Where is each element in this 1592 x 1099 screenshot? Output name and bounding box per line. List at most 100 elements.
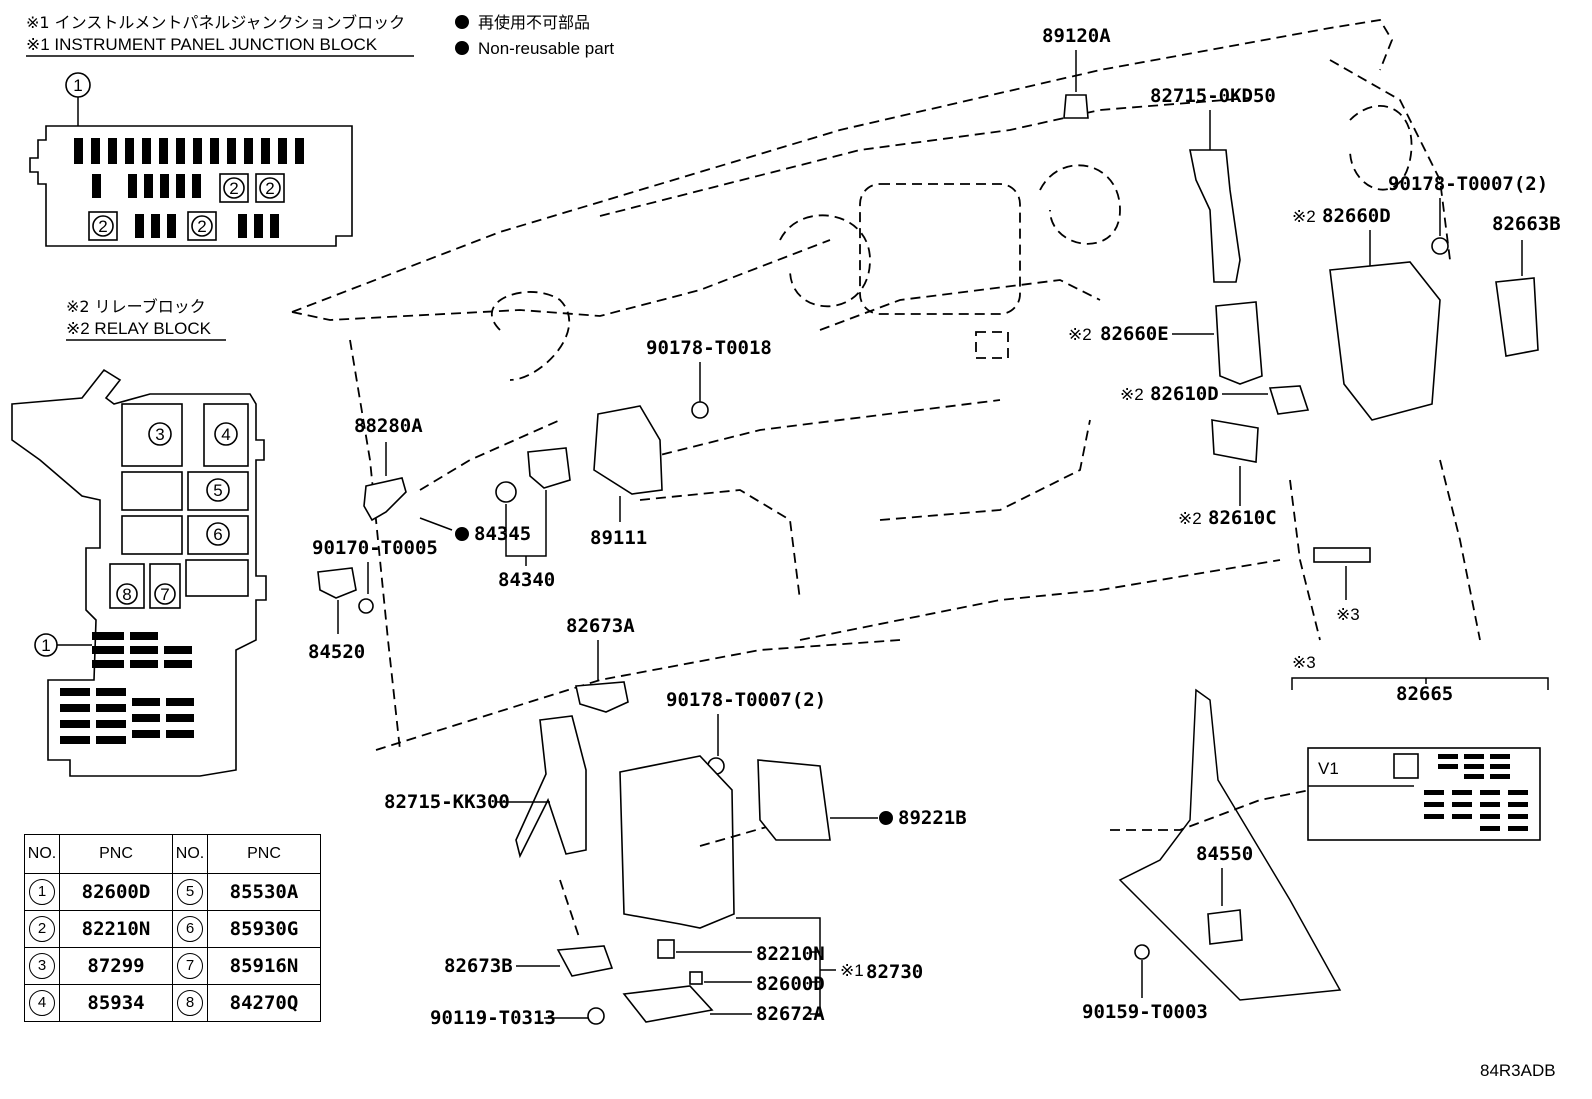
callout-89221B: 89221B [898,807,967,829]
callout-82660D: 82660D [1322,205,1391,227]
label-82665-detail: V1 [1307,747,1541,841]
relay-num-5: 5 [213,481,222,500]
relay-num-6: 6 [213,525,222,544]
callout-90178-T0018: 90178-T0018 [646,337,772,359]
relay-num-4: 4 [221,425,230,444]
jb-callout-1: 1 [73,76,82,95]
row-no: 3 [29,953,55,979]
nonreusable-89221B-icon [879,811,893,825]
pnc-table: NO. PNC NO. PNC 1 82600D 5 85530A 2 8221… [24,834,321,1022]
row-no: 2 [29,916,55,942]
part-switch-84520 [317,567,357,599]
mark1-82730: ※1 [840,961,864,980]
jb-relay-2d: 2 [197,217,206,236]
callout-90178-T0007-low: 90178-T0007(2) [666,689,826,711]
row-pnc: 85930G [207,910,321,948]
callout-90159-T0003: 90159-T0003 [1082,1001,1208,1023]
note1-en: ※1 INSTRUMENT PANEL JUNCTION BLOCK [26,35,378,54]
callout-89120A: 89120A [1042,25,1111,47]
callout-84340: 84340 [498,569,555,591]
row-pnc: 85530A [207,873,321,911]
part-relay-82610D [1268,385,1310,415]
row-pnc: 87299 [59,947,173,985]
part-bracket-82673A [575,681,629,713]
relay-num-3: 3 [155,425,164,444]
table-row: 2 82210N 6 85930G [24,910,321,948]
callout-82673B: 82673B [444,955,513,977]
callout-82600D: 82600D [756,973,825,995]
dashboard-outline [291,19,1481,831]
relay-callout-1: 1 [41,636,50,655]
part-switch-88280A [363,477,407,522]
mark3-label: ※3 [1292,653,1316,672]
callout-82715-KK300: 82715-KK300 [384,791,510,813]
callout-82660E: 82660E [1100,323,1169,345]
fuse-row-1 [74,138,304,238]
callout-84550: 84550 [1196,843,1253,865]
part-junction-block-82730 [619,755,735,929]
row-pnc: 85934 [59,984,173,1022]
callout-82672A: 82672A [756,1003,825,1025]
mark2-82610C: ※2 [1178,509,1202,528]
callout-84520: 84520 [308,641,365,663]
console-shroud [1118,688,1342,1001]
part-89120A [1063,94,1089,119]
callout-88280A: 88280A [354,415,423,437]
row-no: 8 [177,990,203,1016]
callout-82665: 82665 [1396,683,1453,705]
part-bracket-0KD50 [1189,149,1241,283]
callout-82715-0KD50: 82715-0KD50 [1150,85,1276,107]
callout-90119-T0313: 90119-T0313 [430,1007,556,1029]
row-no: 6 [177,916,203,942]
table-row: 3 87299 7 85916N [24,947,321,985]
part-cover-82663B [1495,277,1539,357]
pnc-table-header: NO. PNC NO. PNC [24,834,321,874]
part-relay-block-82660D [1329,261,1441,421]
part-relay-82610C [1211,419,1259,463]
part-cover-82672A [622,985,714,1023]
part-clip-84345 [495,481,517,503]
callout-82663B: 82663B [1492,213,1561,235]
callout-82730: 82730 [866,961,923,983]
callout-82610D: 82610D [1150,383,1219,405]
col-no-a: NO. [24,834,60,874]
part-switch-84550 [1207,909,1243,945]
part-89111 [593,405,663,495]
row-pnc: 84270Q [207,984,321,1022]
part-bracket-KK300 [515,715,587,859]
part-nut-top [1431,237,1449,255]
mark2-82660E: ※2 [1068,325,1092,344]
label-82665-on-dash [1313,547,1371,563]
nonreusable-bullet-icon-2 [455,41,469,55]
mark2-82610D: ※2 [1120,385,1144,404]
part-screw-T0005 [358,598,374,614]
row-no: 4 [29,990,55,1016]
mark2-82660D: ※2 [1292,207,1316,226]
callout-82673A: 82673A [566,615,635,637]
part-screw-T0003 [1134,944,1150,960]
col-no-b: NO. [172,834,208,874]
relay-num-8: 8 [122,585,131,604]
part-relay-82210N [657,939,675,959]
table-row: 4 85934 8 84270Q [24,984,321,1022]
part-screw-T0313 [587,1007,605,1025]
col-pnc-b: PNC [207,834,321,874]
part-nut-T0018 [691,401,709,419]
jb-relay-2b: 2 [265,179,274,198]
nonreusable-en: Non-reusable part [478,39,614,58]
nonreusable-bullet-icon [455,15,469,29]
row-no: 7 [177,953,203,979]
callout-82610C: 82610C [1208,507,1277,529]
part-fuse-82600D [689,971,703,985]
row-pnc: 82210N [59,910,173,948]
figure-code: 84R3ADB [1480,1061,1556,1080]
jb-relay-2a: 2 [229,179,238,198]
callout-90170-T0005: 90170-T0005 [312,537,438,559]
row-no: 1 [29,879,55,905]
part-relay-82660E [1215,301,1263,385]
callout-84345: 84345 [474,523,531,545]
callout-90178-T0007-top: 90178-T0007(2) [1388,173,1548,195]
part-module-89221B [757,759,831,841]
part-bracket-82673B [556,945,614,977]
